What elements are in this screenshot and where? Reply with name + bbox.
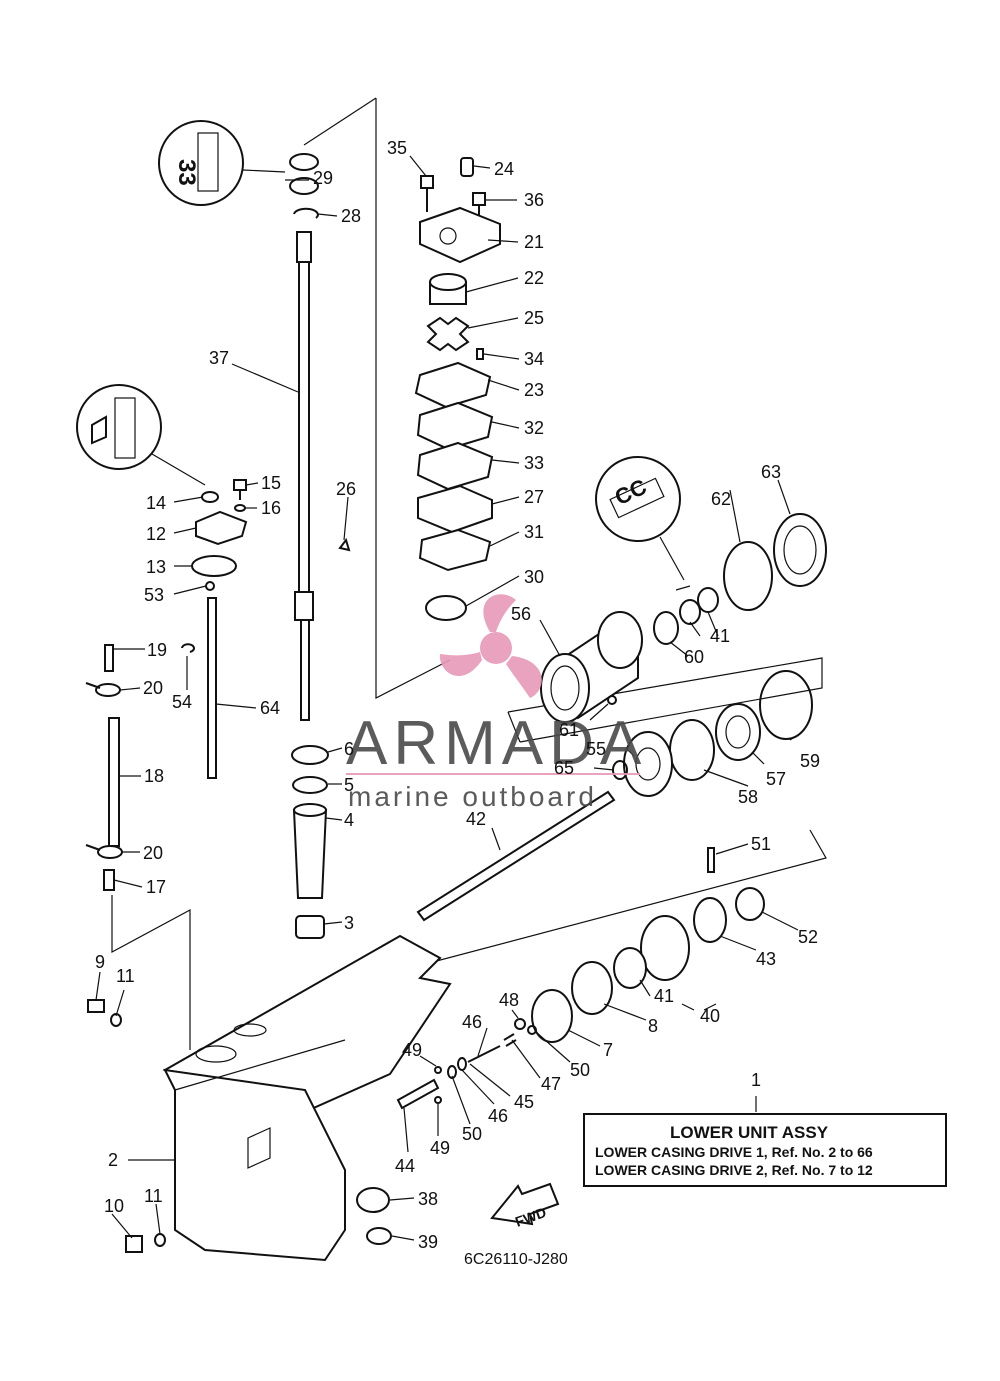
part-label: 61 bbox=[559, 720, 579, 740]
legend-title: LOWER UNIT ASSY bbox=[670, 1123, 829, 1142]
svg-text:CC: CC bbox=[611, 474, 650, 510]
part-label: 34 bbox=[524, 349, 544, 369]
part-label: 46 bbox=[462, 1012, 482, 1032]
part-label: 49 bbox=[430, 1138, 450, 1158]
part-label: 53 bbox=[144, 585, 164, 605]
legend-line-2: LOWER CASING DRIVE 2, Ref. No. 7 to 12 bbox=[595, 1162, 873, 1178]
part-label: 24 bbox=[494, 159, 514, 179]
part-label: 57 bbox=[766, 769, 786, 789]
svg-text:33: 33 bbox=[173, 159, 200, 186]
part-label: 30 bbox=[524, 567, 544, 587]
part-label: 43 bbox=[756, 949, 776, 969]
part-label: 42 bbox=[466, 809, 486, 829]
part-label: 52 bbox=[798, 927, 818, 947]
part-label: 54 bbox=[172, 692, 192, 712]
lower-casing bbox=[162, 934, 452, 1262]
part-label: 8 bbox=[648, 1016, 658, 1036]
part-label: 44 bbox=[395, 1156, 415, 1176]
part-label: 2 bbox=[108, 1150, 118, 1170]
drive-shaft-parts bbox=[289, 153, 351, 939]
part-label: 1 bbox=[751, 1070, 761, 1090]
drawing-number: 6C26110-J280 bbox=[464, 1251, 568, 1268]
leader-lines bbox=[95, 155, 799, 1241]
part-label: 47 bbox=[541, 1074, 561, 1094]
part-label: 14 bbox=[146, 493, 166, 513]
part-label: 21 bbox=[524, 232, 544, 252]
part-label: 45 bbox=[514, 1092, 534, 1112]
part-label: 49 bbox=[402, 1040, 422, 1060]
part-label: 41 bbox=[710, 626, 730, 646]
part-label: 23 bbox=[524, 380, 544, 400]
part-label: 39 bbox=[418, 1232, 438, 1252]
part-label: 59 bbox=[800, 751, 820, 771]
part-label: 33 bbox=[524, 453, 544, 473]
watermark-tagline: marine outboard bbox=[348, 781, 597, 812]
watermark-brand: ARMADA bbox=[346, 709, 647, 778]
detail-circle-top: 33 bbox=[158, 120, 286, 206]
part-label: 55 bbox=[586, 739, 606, 759]
legend-line-1: LOWER CASING DRIVE 1, Ref. No. 2 to 66 bbox=[595, 1144, 873, 1160]
propeller-shaft-parts bbox=[356, 513, 827, 1245]
part-label: 28 bbox=[341, 206, 361, 226]
part-label: 18 bbox=[144, 766, 164, 786]
part-label: 17 bbox=[146, 877, 166, 897]
watermark: ARMADA marine outboard bbox=[346, 594, 647, 812]
part-label: 15 bbox=[261, 473, 281, 493]
part-label: 29 bbox=[313, 168, 333, 188]
detail-circle-right: CC bbox=[595, 456, 685, 581]
detail-circle-left bbox=[76, 384, 206, 486]
part-label: 20 bbox=[143, 843, 163, 863]
part-number-labels: 1 2 3 4 5 6 7 8 9 10 11 11 12 13 14 15 1… bbox=[95, 138, 820, 1252]
part-label: 40 bbox=[700, 1006, 720, 1026]
part-label: 27 bbox=[524, 487, 544, 507]
part-label: 46 bbox=[488, 1106, 508, 1126]
part-label: 32 bbox=[524, 418, 544, 438]
part-label: 36 bbox=[524, 190, 544, 210]
part-label: 37 bbox=[209, 348, 229, 368]
part-label: 51 bbox=[751, 834, 771, 854]
watermark-propeller-logo bbox=[439, 594, 542, 698]
group-frames bbox=[111, 97, 827, 1050]
part-label: 3 bbox=[344, 913, 354, 933]
part-label: 26 bbox=[336, 479, 356, 499]
part-label: 60 bbox=[684, 647, 704, 667]
part-label: 50 bbox=[570, 1060, 590, 1080]
part-label: 58 bbox=[738, 787, 758, 807]
part-label: 20 bbox=[143, 678, 163, 698]
part-label: 19 bbox=[147, 640, 167, 660]
part-label: 31 bbox=[524, 522, 544, 542]
part-label: 35 bbox=[387, 138, 407, 158]
forward-arrow: FWD bbox=[490, 1182, 560, 1230]
part-label: 5 bbox=[344, 775, 354, 795]
part-label: 12 bbox=[146, 524, 166, 544]
part-label: 64 bbox=[260, 698, 280, 718]
part-label: 11 bbox=[144, 1186, 163, 1206]
part-label: 7 bbox=[603, 1040, 613, 1060]
part-label: 48 bbox=[499, 990, 519, 1010]
part-label: 63 bbox=[761, 462, 781, 482]
part-label: 62 bbox=[711, 489, 731, 509]
part-label: 6 bbox=[344, 739, 354, 759]
part-label: 13 bbox=[146, 557, 166, 577]
part-label: 25 bbox=[524, 308, 544, 328]
part-label: 22 bbox=[524, 268, 544, 288]
shift-rod-parts bbox=[85, 479, 248, 1253]
part-label: 9 bbox=[95, 952, 105, 972]
part-label: 56 bbox=[511, 604, 531, 624]
part-label: 65 bbox=[554, 758, 574, 778]
part-label: 11 bbox=[116, 966, 135, 986]
part-label: 41 bbox=[654, 986, 674, 1006]
legend-box: LOWER UNIT ASSY LOWER CASING DRIVE 1, Re… bbox=[583, 1113, 947, 1187]
water-pump-parts bbox=[414, 157, 501, 621]
part-label: 38 bbox=[418, 1189, 438, 1209]
part-label: 4 bbox=[344, 810, 354, 830]
part-label: 10 bbox=[104, 1196, 124, 1216]
part-label: 50 bbox=[462, 1124, 482, 1144]
part-label: 16 bbox=[261, 498, 281, 518]
